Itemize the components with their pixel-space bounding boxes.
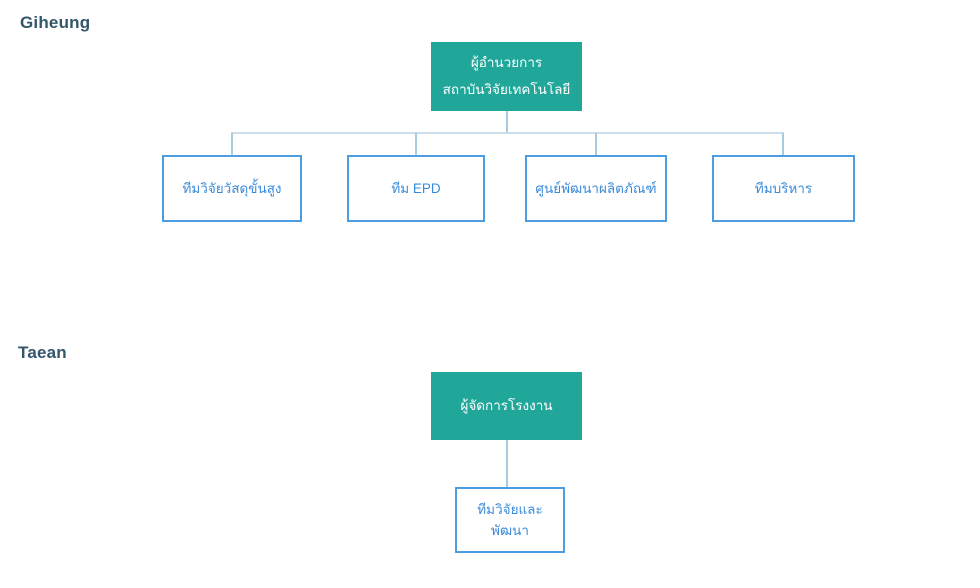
node-research-and-development-team: ทีมวิจัยและ พัฒนา <box>455 487 565 553</box>
node-plant-manager: ผู้จัดการโรงงาน <box>431 372 582 440</box>
node-label-line: พัฒนา <box>491 523 529 538</box>
section-heading: Giheung <box>20 13 91 32</box>
node-label-line: ทีมวิจัยวัสดุขั้นสูง <box>182 181 282 196</box>
connector-horizontal <box>231 132 784 134</box>
connector-drop <box>782 133 784 155</box>
section-heading: Taean <box>18 343 67 362</box>
node-epd-team: ทีม EPD <box>347 155 485 222</box>
node-product-development-center: ศูนย์พัฒนาผลิตภัณฑ์ <box>525 155 667 222</box>
connector-riser <box>506 440 508 487</box>
node-label-line: ทีม EPD <box>391 181 441 196</box>
node-administration-team: ทีมบริหาร <box>712 155 855 222</box>
connector-drop <box>231 133 233 155</box>
connector-drop <box>595 133 597 155</box>
node-label-line: สถาบันวิจัยเทคโนโลยี <box>442 82 571 97</box>
connector-drop <box>415 133 417 155</box>
node-advanced-materials-research-team: ทีมวิจัยวัสดุขั้นสูง <box>162 155 302 222</box>
connector-riser <box>506 111 508 133</box>
node-label-line: ทีมบริหาร <box>754 181 813 196</box>
node-label-line: ทีมวิจัยและ <box>477 502 543 517</box>
node-director: ผู้อำนวยการ สถาบันวิจัยเทคโนโลยี <box>431 42 582 111</box>
node-label-line: ผู้อำนวยการ <box>470 55 543 70</box>
node-label-line: ศูนย์พัฒนาผลิตภัณฑ์ <box>535 181 657 196</box>
node-label-line: ผู้จัดการโรงงาน <box>460 398 553 413</box>
